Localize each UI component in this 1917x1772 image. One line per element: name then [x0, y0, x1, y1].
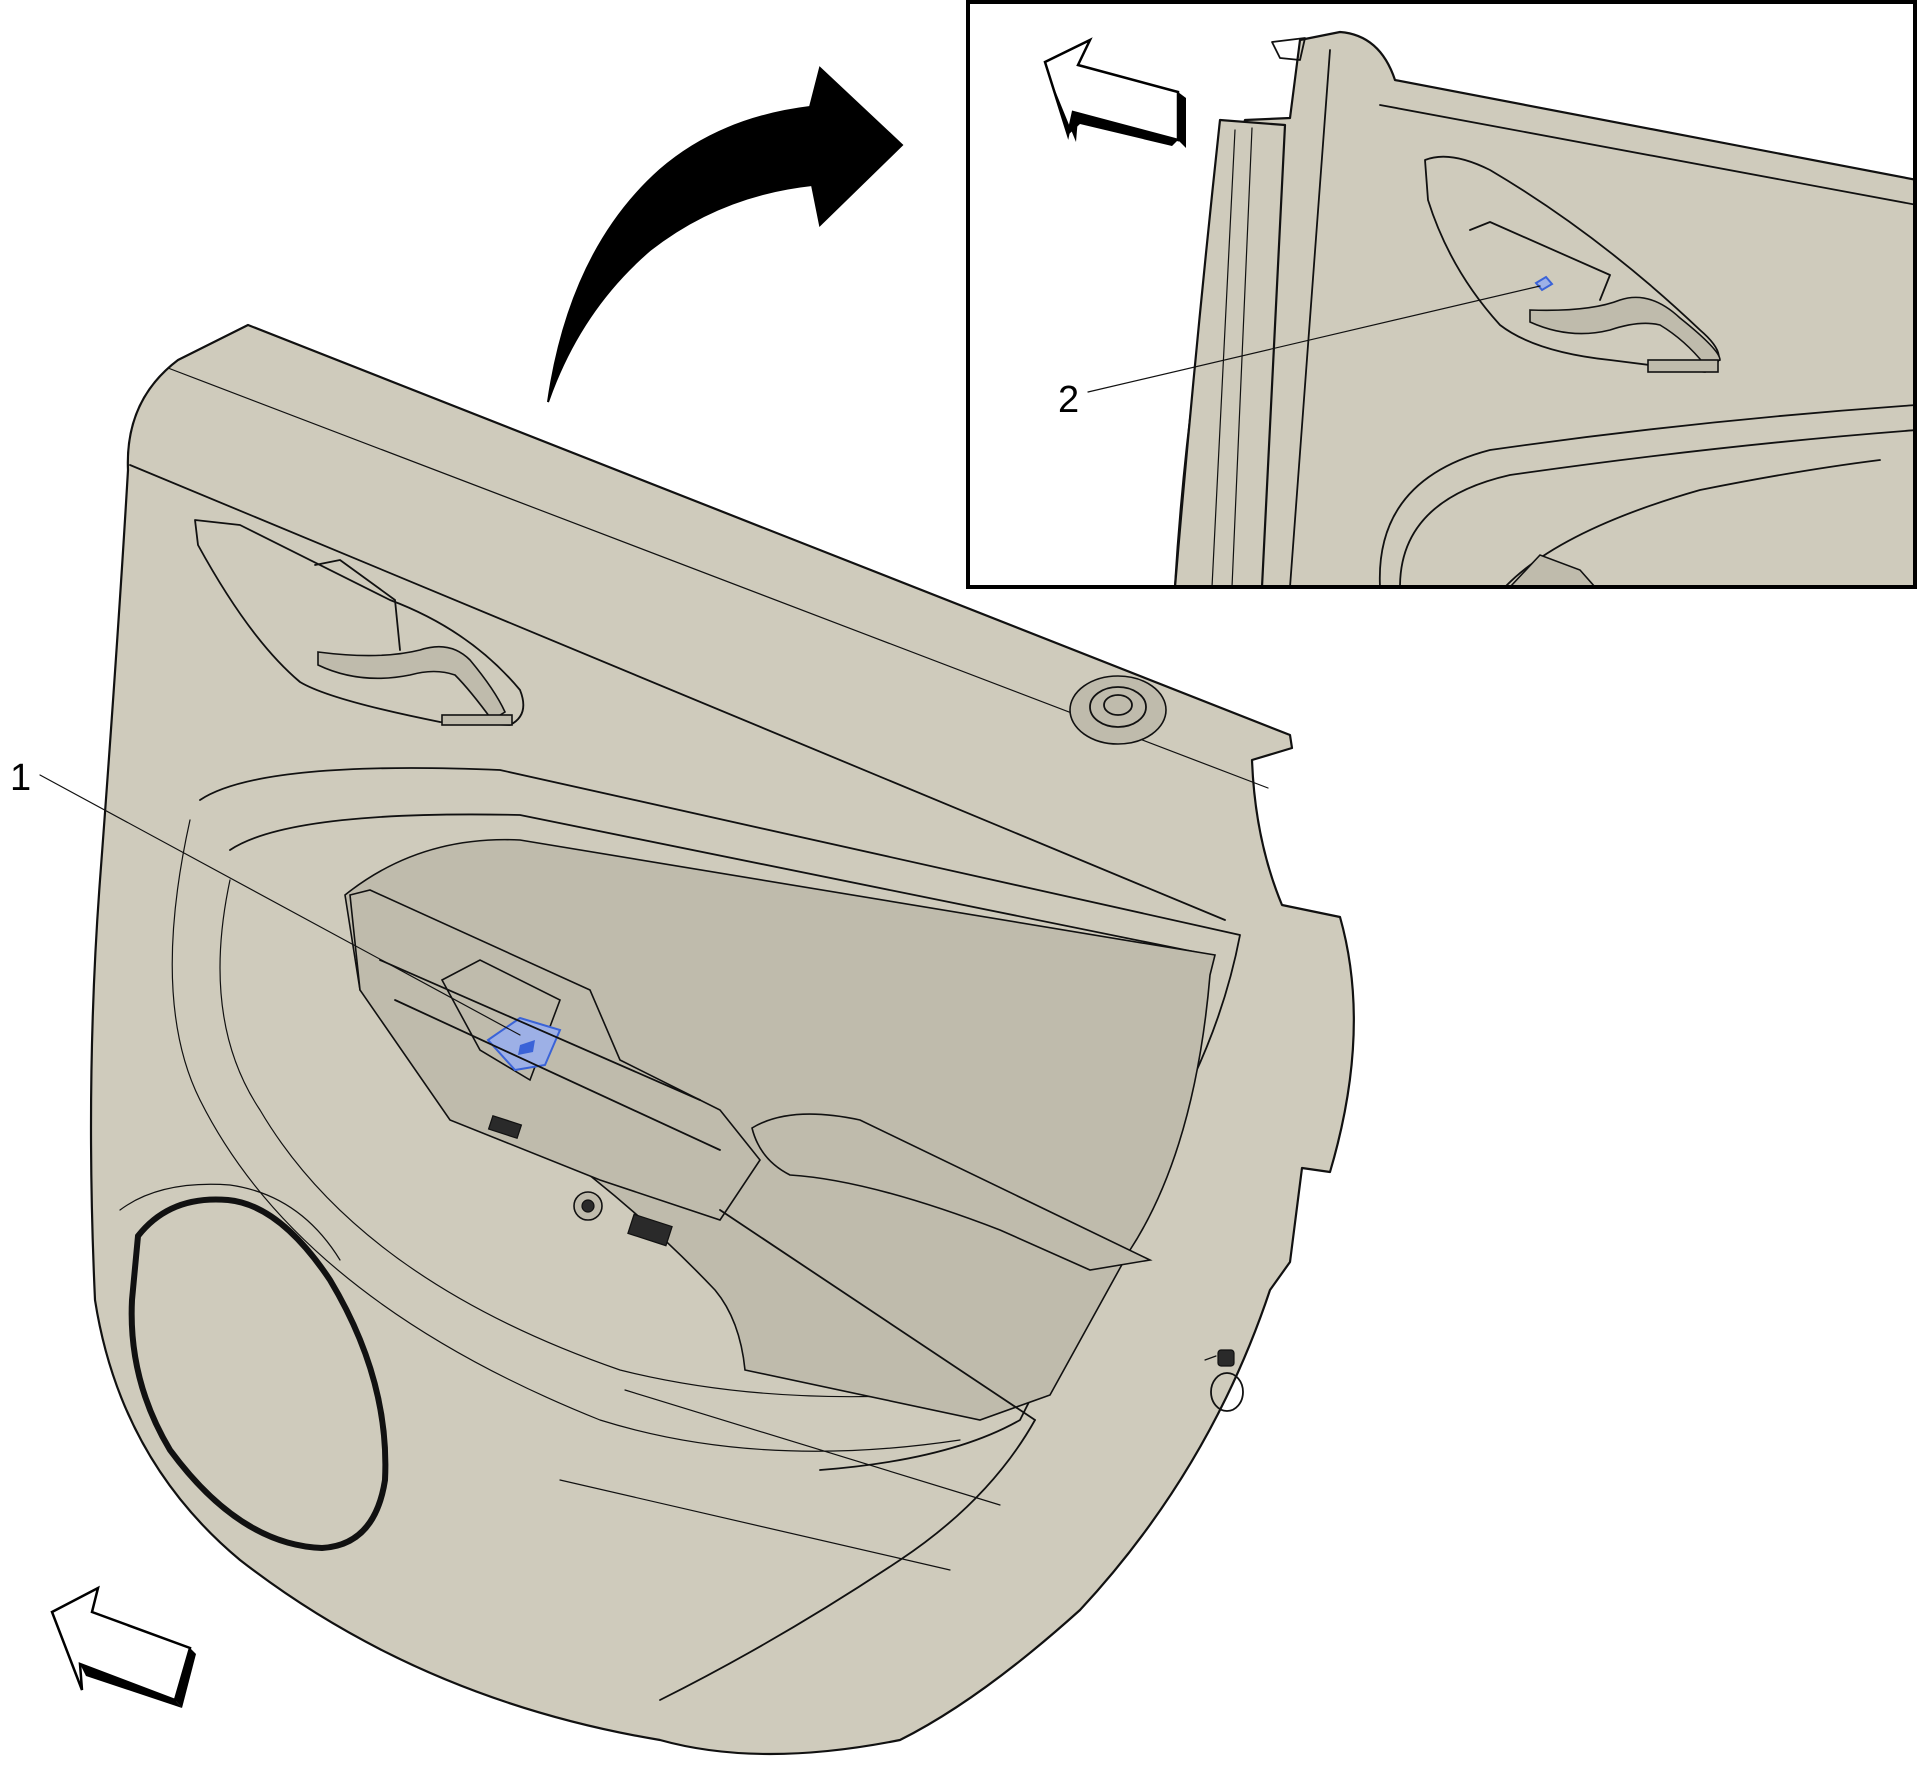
- lock-knob-bezel: [1069, 675, 1167, 745]
- main-vehicle-front-arrow-icon: [50, 1585, 196, 1708]
- vehicle-front-arrow-icon: [1043, 37, 1186, 148]
- detail-inset: 2: [966, 0, 1917, 589]
- belt-line: [129, 464, 1226, 921]
- curved-rotate-arrow-icon: [547, 66, 904, 403]
- pull-cup: [751, 1113, 1153, 1271]
- inset-release-highlight: [1534, 275, 1554, 292]
- callout-1: 1: [10, 757, 521, 1036]
- upper-handle-recess: [194, 519, 525, 726]
- callout-1-label: 1: [10, 757, 31, 799]
- upper-handle-tab: [441, 714, 513, 726]
- window-switch-assembly: [349, 889, 761, 1247]
- lock-icon: [1204, 1349, 1244, 1412]
- speaker-grille: [128, 1196, 389, 1552]
- callout-2-label: 2: [1058, 379, 1079, 421]
- callout-2: 2: [1058, 285, 1541, 421]
- armrest-outer-contour: [199, 767, 1241, 1471]
- main-door-trim-panel: [89, 323, 1355, 1756]
